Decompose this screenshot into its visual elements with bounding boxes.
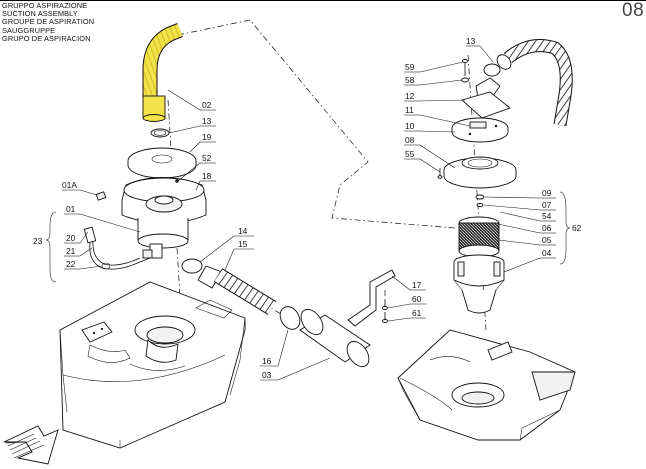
- hose-02: [142, 23, 183, 122]
- title-en: SUCTION ASSEMBLY: [2, 9, 78, 19]
- hose-right: [483, 39, 573, 127]
- label-08: 08: [405, 135, 415, 145]
- ring-09: [475, 194, 485, 200]
- label-03: 03: [262, 370, 272, 380]
- part-labels: 02 13 19 52 18 01A 01 23 20 21 22 14 15 …: [33, 36, 582, 380]
- title-es: GRUPO DE ASPIRACION: [2, 33, 91, 43]
- label-22: 22: [66, 259, 76, 269]
- label-62: 62: [572, 223, 582, 233]
- label-05: 05: [542, 235, 552, 245]
- label-58: 58: [405, 75, 415, 85]
- bracket-17: [347, 269, 396, 327]
- motor-01: [137, 218, 189, 259]
- base-housing-right: [397, 329, 576, 441]
- center-lines: [167, 19, 487, 331]
- label-01: 01: [66, 204, 76, 214]
- label-20: 20: [66, 233, 76, 243]
- title-fr: GROUPE DE ASPIRATION: [2, 17, 95, 27]
- wiring-20-22: [83, 226, 151, 270]
- clamp-14: [181, 258, 203, 274]
- motor-cover-18: [121, 177, 207, 224]
- filter-05: [458, 216, 500, 258]
- label-12: 12: [405, 91, 415, 101]
- label-60: 60: [412, 294, 422, 304]
- hose-15: [181, 258, 301, 330]
- direction-arrow-icon: [3, 425, 59, 465]
- label-07: 07: [542, 200, 552, 210]
- plate-10: [451, 117, 509, 143]
- elbow-12: [461, 59, 511, 119]
- filter-housing-04: [453, 254, 505, 314]
- label-55: 55: [405, 149, 415, 159]
- ring-13-right: [483, 63, 501, 77]
- page-number: 08: [622, 0, 645, 21]
- label-06: 06: [542, 223, 552, 233]
- top-border: [0, 0, 646, 1]
- label-18: 18: [202, 171, 212, 181]
- ring-13: [150, 128, 170, 138]
- label-16: 16: [262, 356, 272, 366]
- label-13-right: 13: [466, 36, 476, 46]
- label-01A: 01A: [62, 180, 77, 190]
- lid-08: [437, 156, 517, 189]
- label-09: 09: [542, 188, 552, 198]
- leader-lines: [45, 45, 571, 381]
- label-11: 11: [405, 105, 414, 115]
- ring-07: [476, 203, 484, 207]
- label-54: 54: [542, 211, 552, 221]
- label-52: 52: [202, 153, 212, 163]
- label-15: 15: [238, 239, 248, 249]
- title-it: GRUPPO ASPIRAZIONE: [2, 1, 88, 10]
- filter-disc-19: [127, 147, 197, 179]
- label-04: 04: [542, 248, 552, 258]
- base-housing-left: [59, 281, 246, 449]
- label-23: 23: [33, 236, 43, 246]
- clip-01A: [95, 191, 107, 201]
- label-17: 17: [412, 280, 422, 290]
- pipe-03: [299, 308, 371, 368]
- assembly-titles: GRUPPO ASPIRAZIONE SUCTION ASSEMBLY GROU…: [2, 1, 95, 43]
- label-13-left: 13: [202, 116, 212, 126]
- label-59: 59: [405, 62, 415, 72]
- label-10: 10: [405, 121, 415, 131]
- label-14: 14: [238, 226, 248, 236]
- clamp-16: [279, 306, 301, 330]
- title-de: SAUGGRUPPE: [2, 25, 56, 35]
- label-21: 21: [66, 246, 76, 256]
- label-02: 02: [202, 100, 212, 110]
- label-61: 61: [412, 308, 422, 318]
- label-19: 19: [202, 132, 212, 142]
